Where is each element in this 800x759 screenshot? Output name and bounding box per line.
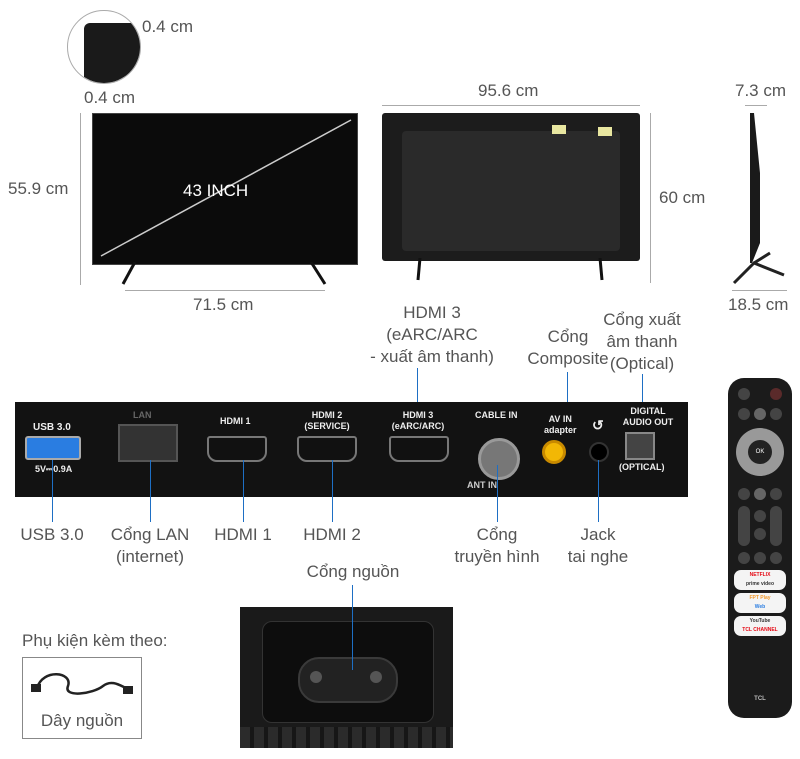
height-with-stand: 55.9 cm	[8, 179, 69, 198]
power-port-photo	[240, 607, 453, 748]
antenna-port	[478, 438, 520, 480]
optical-port	[625, 432, 655, 460]
headphone-jack	[589, 442, 609, 462]
tv-depth: 7.3 cm	[735, 81, 787, 100]
bezel-corner-detail	[67, 10, 141, 84]
tv-side	[732, 113, 785, 285]
bezel-depth: 0.4 cm	[84, 88, 136, 107]
power-cable-icon	[31, 673, 133, 695]
hdmi3-port	[389, 436, 449, 462]
callout-lan: Cổng LAN(internet)	[110, 525, 190, 566]
stand-depth: 18.5 cm	[728, 295, 789, 314]
hdmi1-port	[207, 436, 267, 462]
accessories-title: Phụ kiện kèm theo:	[22, 631, 168, 650]
hdmi2-port	[297, 436, 357, 462]
headphone-icon: ↺	[592, 417, 604, 433]
accessory-power-cable: Dây nguồn	[22, 657, 142, 739]
remote-brand: TCL	[754, 696, 766, 702]
tv-stand-legs	[121, 262, 327, 285]
stand-width: 71.5 cm	[193, 295, 254, 314]
bezel-thickness: 0.4 cm	[142, 17, 194, 36]
callout-hdmi2: HDMI 2	[303, 525, 361, 544]
port-panel: USB 3.0 5V⎓0.9A LAN HDMI 1 HDMI 2(SERVIC…	[15, 402, 688, 497]
tv-back	[382, 113, 640, 261]
tv-front: 43 INCH	[92, 113, 358, 265]
callout-hdmi1: HDMI 1	[214, 525, 272, 544]
usb-port	[25, 436, 81, 460]
lan-port	[118, 424, 178, 462]
tv-width: 95.6 cm	[478, 81, 539, 100]
tv-height: 60 cm	[659, 188, 706, 207]
screen-size: 43 INCH	[183, 181, 249, 200]
callout-hdmi3: HDMI 3(eARC/ARC- xuất âm thanh)	[370, 303, 494, 366]
av-port	[542, 440, 566, 464]
callout-power: Cổng nguồn	[306, 562, 400, 581]
callout-usb: USB 3.0	[20, 525, 84, 544]
